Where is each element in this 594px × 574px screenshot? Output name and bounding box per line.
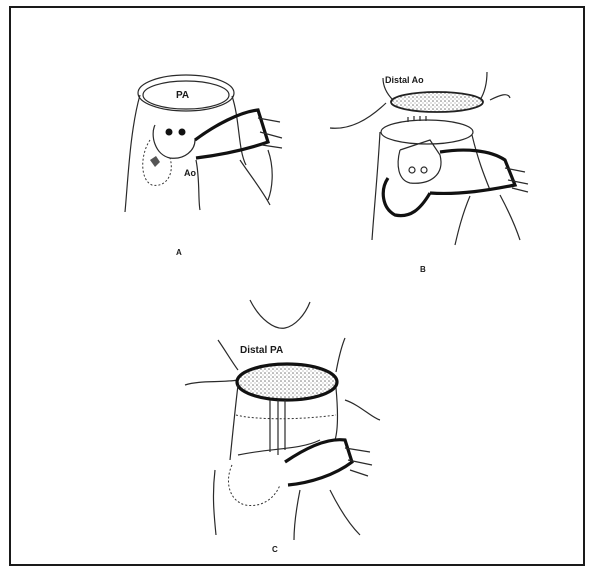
- panel-b: Distal Ao B: [330, 72, 528, 274]
- panel-c: Distal PA C: [185, 300, 380, 554]
- neoaortic-root-c: [228, 465, 280, 506]
- distal-pa-arc: [250, 300, 310, 328]
- caption-c: C: [272, 545, 278, 554]
- label-distal-ao: Distal Ao: [385, 75, 424, 85]
- distal-pa-opening: [237, 364, 337, 400]
- caption-b: B: [420, 265, 426, 274]
- aorta-clamp-a: [195, 110, 268, 158]
- aorta-clamp-b: [430, 150, 515, 193]
- panel-a: PA Ao A: [125, 75, 282, 257]
- label-pa: PA: [176, 90, 189, 101]
- label-distal-pa: Distal PA: [240, 345, 283, 356]
- label-ao: Ao: [184, 168, 196, 178]
- coronary-patch-b: [398, 140, 441, 183]
- caption-a: A: [176, 248, 182, 257]
